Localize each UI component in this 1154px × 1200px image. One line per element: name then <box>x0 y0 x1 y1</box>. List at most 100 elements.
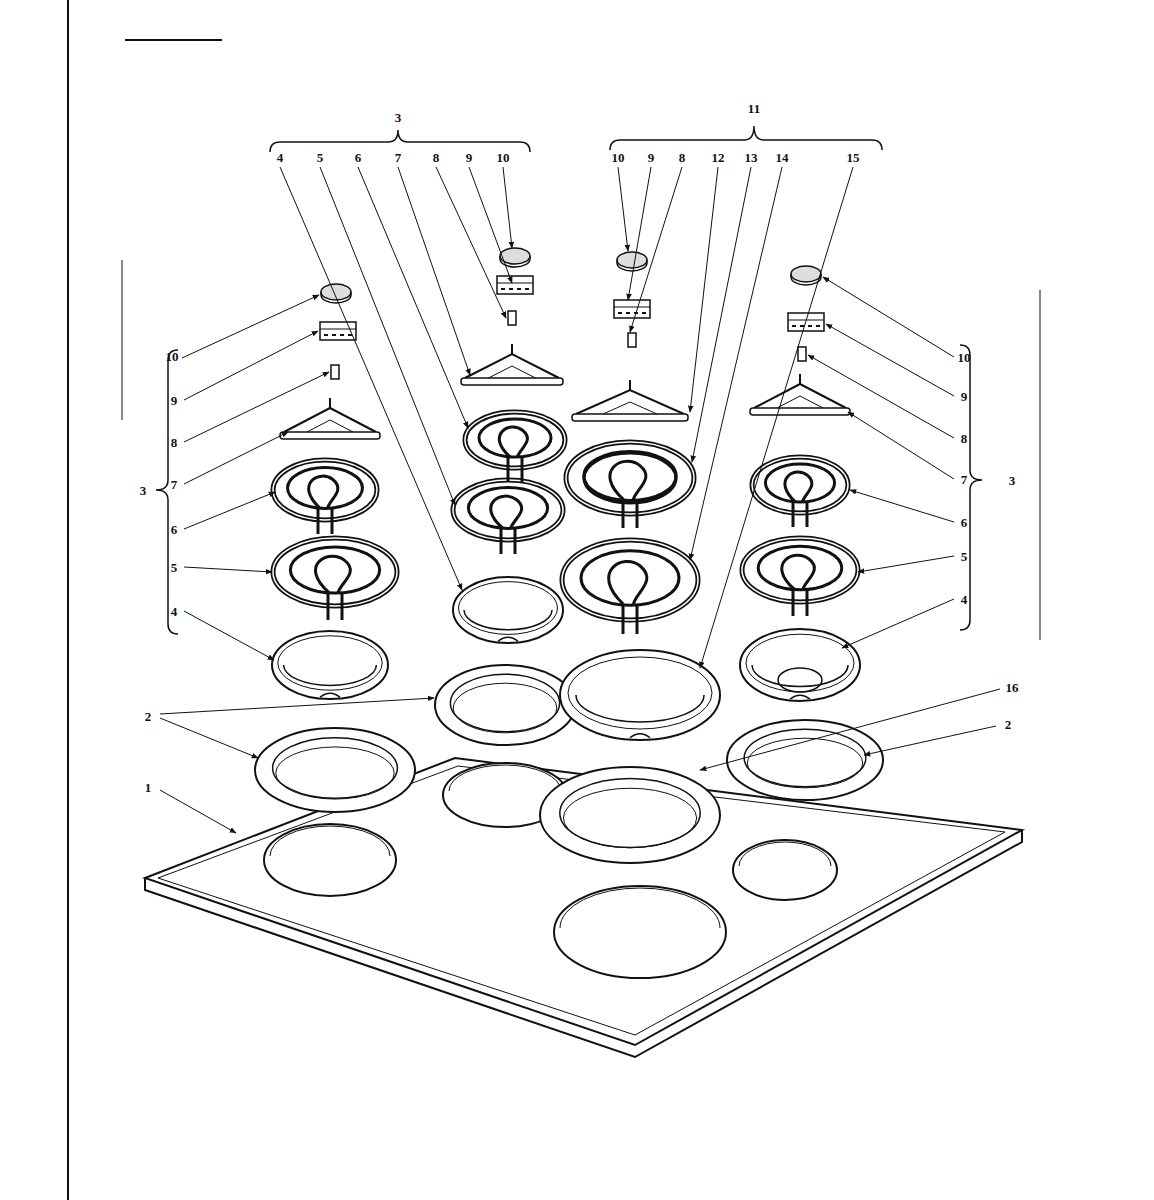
outline <box>790 695 810 699</box>
outline <box>576 695 704 722</box>
outline <box>309 476 338 508</box>
outline <box>960 345 982 630</box>
callout-number: 7 <box>171 478 178 491</box>
callout-number: 9 <box>171 394 178 407</box>
callout-number: 3 <box>1009 474 1016 487</box>
leader-line <box>848 412 954 479</box>
leader-line <box>823 277 954 357</box>
leader-line <box>184 372 329 442</box>
callout-number: 10 <box>958 351 971 364</box>
outline <box>733 840 837 900</box>
callout-number: 5 <box>317 151 324 164</box>
outline <box>435 665 575 745</box>
leader-line <box>182 295 319 358</box>
outline <box>727 720 883 800</box>
outline <box>340 334 344 336</box>
leader-line <box>398 167 470 375</box>
callout-number: 9 <box>961 390 968 403</box>
outline <box>320 329 356 330</box>
outline <box>514 528 517 554</box>
outline <box>158 766 1005 1035</box>
outline <box>617 252 647 268</box>
leader-line <box>469 167 512 283</box>
callout-number: 4 <box>277 151 284 164</box>
outline <box>290 547 379 593</box>
illustration <box>68 0 1040 1200</box>
outline <box>525 288 529 290</box>
outline <box>156 350 178 634</box>
outline <box>562 540 698 620</box>
leader-line <box>184 567 272 572</box>
outline <box>642 312 646 314</box>
outline <box>273 538 397 606</box>
leader-line <box>700 689 1000 770</box>
outline <box>740 629 860 701</box>
leader-line <box>320 167 455 505</box>
callout-number: 9 <box>648 151 655 164</box>
callout-number: 14 <box>776 151 789 164</box>
leader-line <box>690 167 718 412</box>
callout-number: 4 <box>171 605 178 618</box>
outline <box>450 674 559 732</box>
leader-line <box>858 556 954 572</box>
outline <box>479 419 551 457</box>
callout-number: 3 <box>140 484 147 497</box>
outline <box>610 461 646 499</box>
leader-line <box>503 167 512 248</box>
leader-line <box>692 167 751 462</box>
outline <box>800 325 804 327</box>
outline <box>122 260 123 420</box>
callout-number: 3 <box>395 111 402 124</box>
outline <box>509 288 513 290</box>
outline <box>491 496 522 528</box>
outline <box>1040 290 1041 640</box>
callout-number: 5 <box>171 561 178 574</box>
callout-number: 5 <box>961 550 968 563</box>
outline <box>778 668 822 692</box>
outline <box>785 472 812 502</box>
outline <box>264 824 396 896</box>
callout-number: 6 <box>355 151 362 164</box>
outline <box>581 551 679 605</box>
outline <box>307 420 353 432</box>
outline <box>497 283 533 284</box>
outline <box>341 592 344 620</box>
outline <box>273 460 377 520</box>
outline <box>255 728 415 812</box>
outline <box>332 334 336 336</box>
outline <box>517 288 521 290</box>
leader-line <box>358 167 468 428</box>
leader-line <box>184 492 275 529</box>
outline <box>317 508 320 534</box>
outline <box>806 589 809 616</box>
outline <box>754 384 846 408</box>
outline <box>610 126 882 150</box>
leader-line <box>864 726 996 755</box>
leader-line <box>700 167 853 668</box>
outline <box>501 288 505 290</box>
callout-number: 10 <box>166 350 179 363</box>
outline <box>284 665 377 685</box>
outline <box>758 546 842 590</box>
outline <box>272 631 388 699</box>
outline <box>742 538 858 602</box>
outline <box>584 453 676 503</box>
outline <box>453 577 563 643</box>
outline <box>468 488 547 529</box>
leader-line <box>184 331 318 400</box>
outline <box>554 886 726 978</box>
leader-line <box>184 432 288 484</box>
outline <box>489 366 536 378</box>
outline <box>609 561 647 604</box>
outline <box>560 650 720 740</box>
callout-number: 4 <box>961 593 968 606</box>
outline <box>806 502 809 527</box>
outline <box>629 380 631 390</box>
leader-line <box>842 599 954 648</box>
outline <box>626 312 630 314</box>
outline <box>498 637 518 641</box>
callout-number: 1 <box>145 781 152 794</box>
leader-line <box>628 167 651 300</box>
outline <box>465 412 565 468</box>
callout-number: 2 <box>145 710 152 723</box>
